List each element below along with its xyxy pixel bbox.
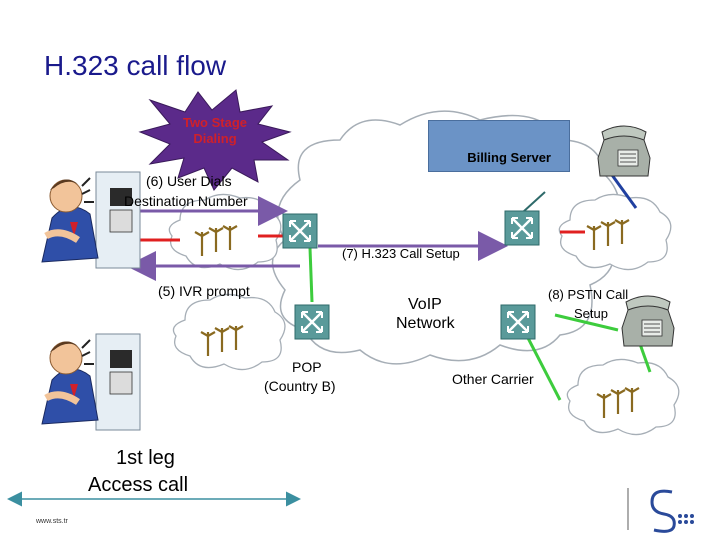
server-link [522,191,546,213]
billing-server-box: Billing Server [428,120,570,172]
green-link [554,313,619,332]
carrier-cloud-bottom [566,358,680,436]
router-icon [281,212,319,250]
burst-line-1: Two Stage [182,115,248,130]
pstn-label-1: (8) PSTN Call [548,287,629,302]
voip-network-cloud [271,110,620,365]
ivr-prompt-label: (5) IVR prompt [158,283,250,299]
access-cloud-top [168,193,282,271]
user-dials-label-1: (6) User Dials [146,173,232,189]
call-setup-label: (7) H.323 Call Setup [342,246,460,261]
blue-link [610,174,638,209]
two-stage-dialing-burst [138,89,292,191]
router-icon [503,209,541,247]
person-on-phone-icon [42,334,140,430]
voip-label-1: VoIP [408,296,442,313]
telephone-icon [597,125,651,177]
other-carrier-label: Other Carrier [452,371,534,387]
access-cloud-middle [172,293,286,371]
green-link [638,343,652,373]
pstn-label-2: Setup [574,306,608,321]
first-leg-label-1: 1st leg [116,447,175,469]
website-footer: www.sts.tr [36,518,68,525]
voip-label-2: Network [396,315,455,332]
first-leg-label-2: Access call [88,474,189,496]
user-dials-label-2: Destination Number [124,193,248,209]
green-link [526,337,562,401]
router-icon [293,303,331,341]
green-link [308,247,314,303]
company-logo [627,488,694,533]
two-stage-dialing-label: Two Stage Dialing [160,115,270,147]
telephone-icon [621,295,675,347]
carrier-cloud-right [558,193,672,271]
pop-label-1: POP [292,359,322,375]
page-title: H.323 call flow [44,50,227,81]
burst-line-2: Dialing [193,131,237,146]
billing-server-label: Billing Server [467,150,551,165]
router-icon [499,303,537,341]
pop-label-2: (Country B) [264,378,336,394]
person-on-phone-icon [42,172,140,268]
